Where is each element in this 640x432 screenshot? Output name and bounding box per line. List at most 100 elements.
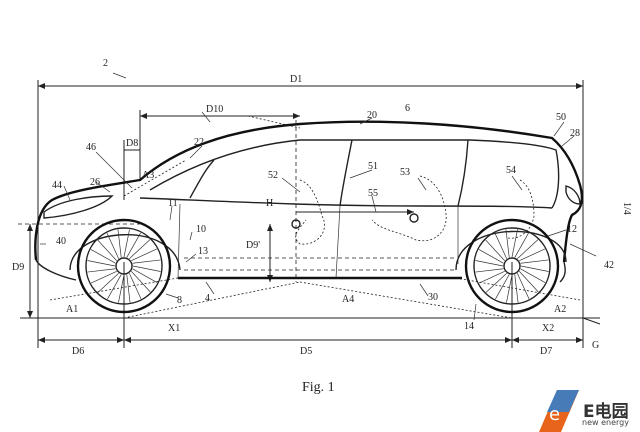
window-line (149, 139, 560, 209)
leader-line (281, 177, 301, 193)
leader-line (553, 121, 565, 137)
ref-55: 55 (368, 188, 378, 199)
leader-line (473, 303, 477, 321)
wheel-spoke (506, 274, 513, 303)
ref-12: 12 (567, 224, 577, 235)
angle-label-a1: A1 (66, 304, 78, 315)
dim-label-d6: D6 (72, 346, 84, 357)
ref-30: 30 (428, 292, 438, 303)
windshield-angle-line (123, 159, 187, 197)
rear-door-seam (335, 205, 341, 279)
wheel-spoke (107, 274, 122, 300)
ref-6: 6 (405, 103, 410, 114)
body-outline (34, 120, 584, 263)
leader-line (112, 72, 127, 79)
a-pillar (189, 159, 215, 199)
wheel-spoke (118, 274, 125, 303)
wheel-spoke (123, 229, 130, 258)
wheel-spoke (117, 229, 122, 258)
hip-point-rear (409, 213, 419, 223)
arrow-head (576, 83, 583, 89)
arrow-head (140, 113, 147, 119)
dim-label-d10: D10 (206, 104, 223, 115)
brand-name: E电园 (583, 402, 629, 422)
ref-14: 14 (464, 321, 474, 332)
rear-wheel (464, 218, 560, 314)
ref-54: 54 (506, 165, 516, 176)
wheel-spoke (131, 271, 151, 293)
arrow-head (293, 113, 300, 119)
axis-label-x2: X2 (542, 323, 554, 334)
leader-line (189, 231, 193, 241)
c-pillar (457, 139, 469, 207)
leader-line (547, 229, 567, 237)
figure-caption: Fig. 1 (302, 380, 335, 395)
tail-lamp (565, 185, 581, 205)
arrow-head (38, 83, 45, 89)
wheel-spoke (494, 233, 508, 259)
dim-label-d5: D5 (300, 346, 312, 357)
ref-20: 20 (367, 110, 377, 121)
ref-46: 46 (86, 142, 96, 153)
leader-line (247, 115, 301, 129)
front-door-seam (177, 203, 181, 279)
leader-line (165, 293, 179, 299)
wheel-spoke (132, 265, 161, 272)
ground-label-g: G (592, 340, 599, 351)
leader-line (185, 253, 197, 263)
ref-2: 2 (103, 58, 108, 69)
dim-label-d8: D8 (126, 138, 138, 149)
leader-line (205, 281, 215, 295)
arrow-head (505, 337, 512, 343)
wheel-spoke (485, 273, 507, 293)
wheel-spoke (485, 239, 505, 261)
leader-line (511, 175, 523, 191)
arrow-head (117, 337, 124, 343)
arrow-head (407, 209, 414, 215)
ref-52: 52 (268, 170, 278, 181)
front-seat (295, 179, 325, 245)
brand-logo: e (539, 390, 579, 432)
ref-40: 40 (56, 236, 66, 247)
wheel-spoke (520, 259, 549, 264)
beltline (139, 197, 553, 209)
axis-label-x1: X1 (168, 323, 180, 334)
wheel-spoke (126, 232, 141, 258)
leader-line (169, 205, 173, 221)
dim-label-h: H (266, 198, 273, 209)
wheel-spoke (517, 239, 539, 259)
leader-line (371, 195, 377, 213)
wheel-spoke (87, 268, 116, 273)
angle-label-a4: A4 (342, 294, 354, 305)
ref-28: 28 (570, 128, 580, 139)
leader-line (419, 283, 429, 297)
wheel-spoke (519, 271, 539, 293)
wheel-spoke (478, 249, 504, 264)
ref-26: 26 (90, 177, 100, 188)
ref-4: 4 (205, 293, 210, 304)
ref-44: 44 (52, 180, 62, 191)
ref-8: 8 (177, 295, 182, 306)
headlamp (43, 195, 114, 219)
ramp-line-front (123, 281, 301, 319)
ref-51: 51 (368, 161, 378, 172)
wheel-spoke (91, 270, 117, 284)
angle-label-a3: A3 (142, 170, 154, 181)
rear-bumper-lower (559, 261, 566, 283)
wheel-spoke (132, 259, 161, 264)
arrow-head (124, 337, 131, 343)
b-pillar (339, 139, 353, 207)
front-wheel-arch (69, 234, 181, 271)
ref-10: 10 (196, 224, 206, 235)
leader-line (349, 169, 373, 179)
front-bumper-lower (35, 259, 77, 281)
wheel-spoke (475, 268, 504, 273)
wheel-spoke (128, 273, 142, 299)
wheel-spoke (511, 229, 518, 258)
wheel-spoke (97, 273, 119, 293)
ref-42: 42 (604, 260, 614, 271)
wheel-spoke (132, 268, 158, 283)
arrow-head (512, 337, 519, 343)
